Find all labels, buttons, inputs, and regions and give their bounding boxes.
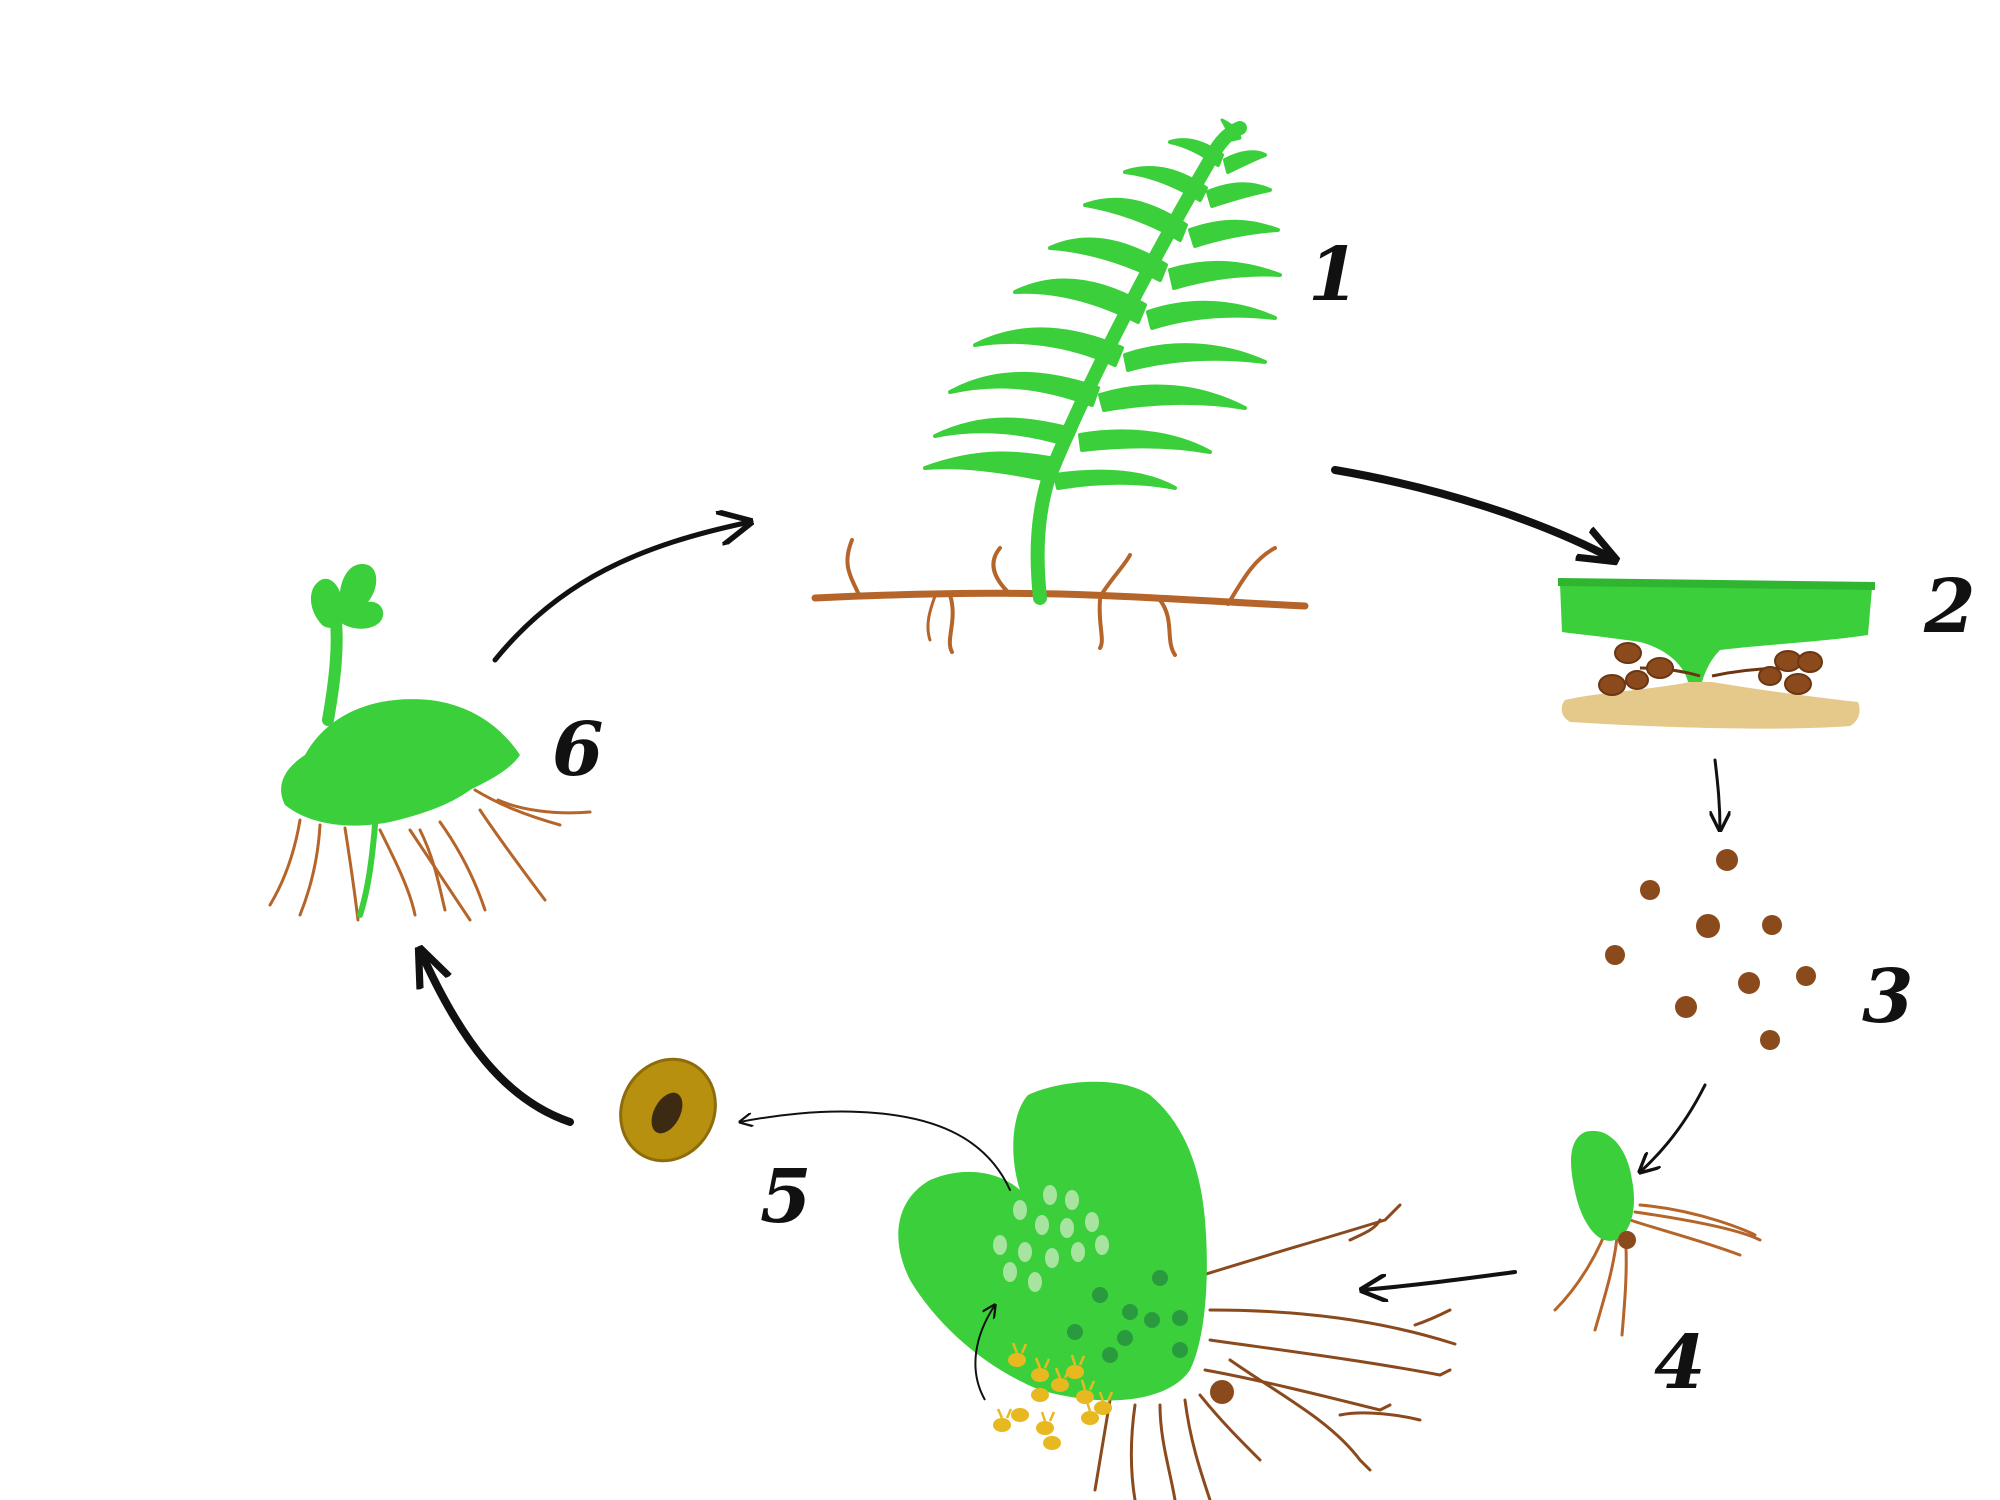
spore [1675,996,1697,1018]
rhizome [811,538,1309,657]
spore-coat [1618,1231,1636,1249]
arrow-5-to-6 [420,950,574,1126]
stage-2-sorus: 2 [1557,564,1976,729]
spore [1762,915,1782,935]
spore-remnant [1210,1380,1234,1404]
sperm-path-arrow [974,1305,995,1401]
gametophyte-base [281,699,520,826]
stage-3-spores: 3 [1605,849,1914,1050]
stage-5-zygote: 5 [619,1057,812,1240]
spore [1760,1030,1780,1050]
sporangia [1598,642,1823,696]
first-leaf [310,564,384,629]
arrow-prothallus-to-5 [740,1110,1011,1191]
spore [1605,945,1625,965]
zygote-nucleus [651,1092,683,1134]
stage-1-sporophyte: 1 [811,118,1360,657]
prothallus-gametophyte [898,1081,1457,1500]
roots [268,788,592,922]
spore [1796,966,1816,986]
spore [1696,914,1720,938]
stage-label-5: 5 [760,1154,812,1240]
indusium [1561,682,1860,729]
stage-label-2: 2 [1923,564,1976,650]
leaf-cross-section [1560,584,1872,682]
rhizoids [1093,1203,1457,1500]
spore [1738,972,1760,994]
stage-6-young-sporophyte: 6 [268,564,604,922]
stage-label-3: 3 [1862,954,1914,1040]
stage-4-germinating-spore: 4 [1553,1130,1762,1406]
antheridia [1067,1270,1188,1363]
young-prothallus [1571,1130,1635,1241]
spore [1640,880,1660,900]
arrow-4-to-prothallus [1362,1270,1517,1290]
arrow-3-to-4 [1640,1083,1707,1172]
sperm-cells [993,1353,1112,1450]
archegonia [993,1185,1109,1292]
stage-label-4: 4 [1654,1320,1706,1406]
stage-label-6: 6 [552,707,604,793]
leaf-upper-edge [1557,578,1876,590]
cycle-arrows [420,466,1720,1290]
rhizoids [1553,1203,1762,1337]
spore [1716,849,1738,871]
arrow-2-to-3 [1715,758,1720,830]
arrow-6-to-1 [492,522,750,663]
frond [923,118,1282,605]
arrow-1-to-2 [1331,466,1615,560]
young-root [357,822,378,918]
heart-shaped-thallus [898,1081,1207,1401]
stage-label-1: 1 [1308,232,1360,318]
sperm-flagella [996,1342,1114,1422]
